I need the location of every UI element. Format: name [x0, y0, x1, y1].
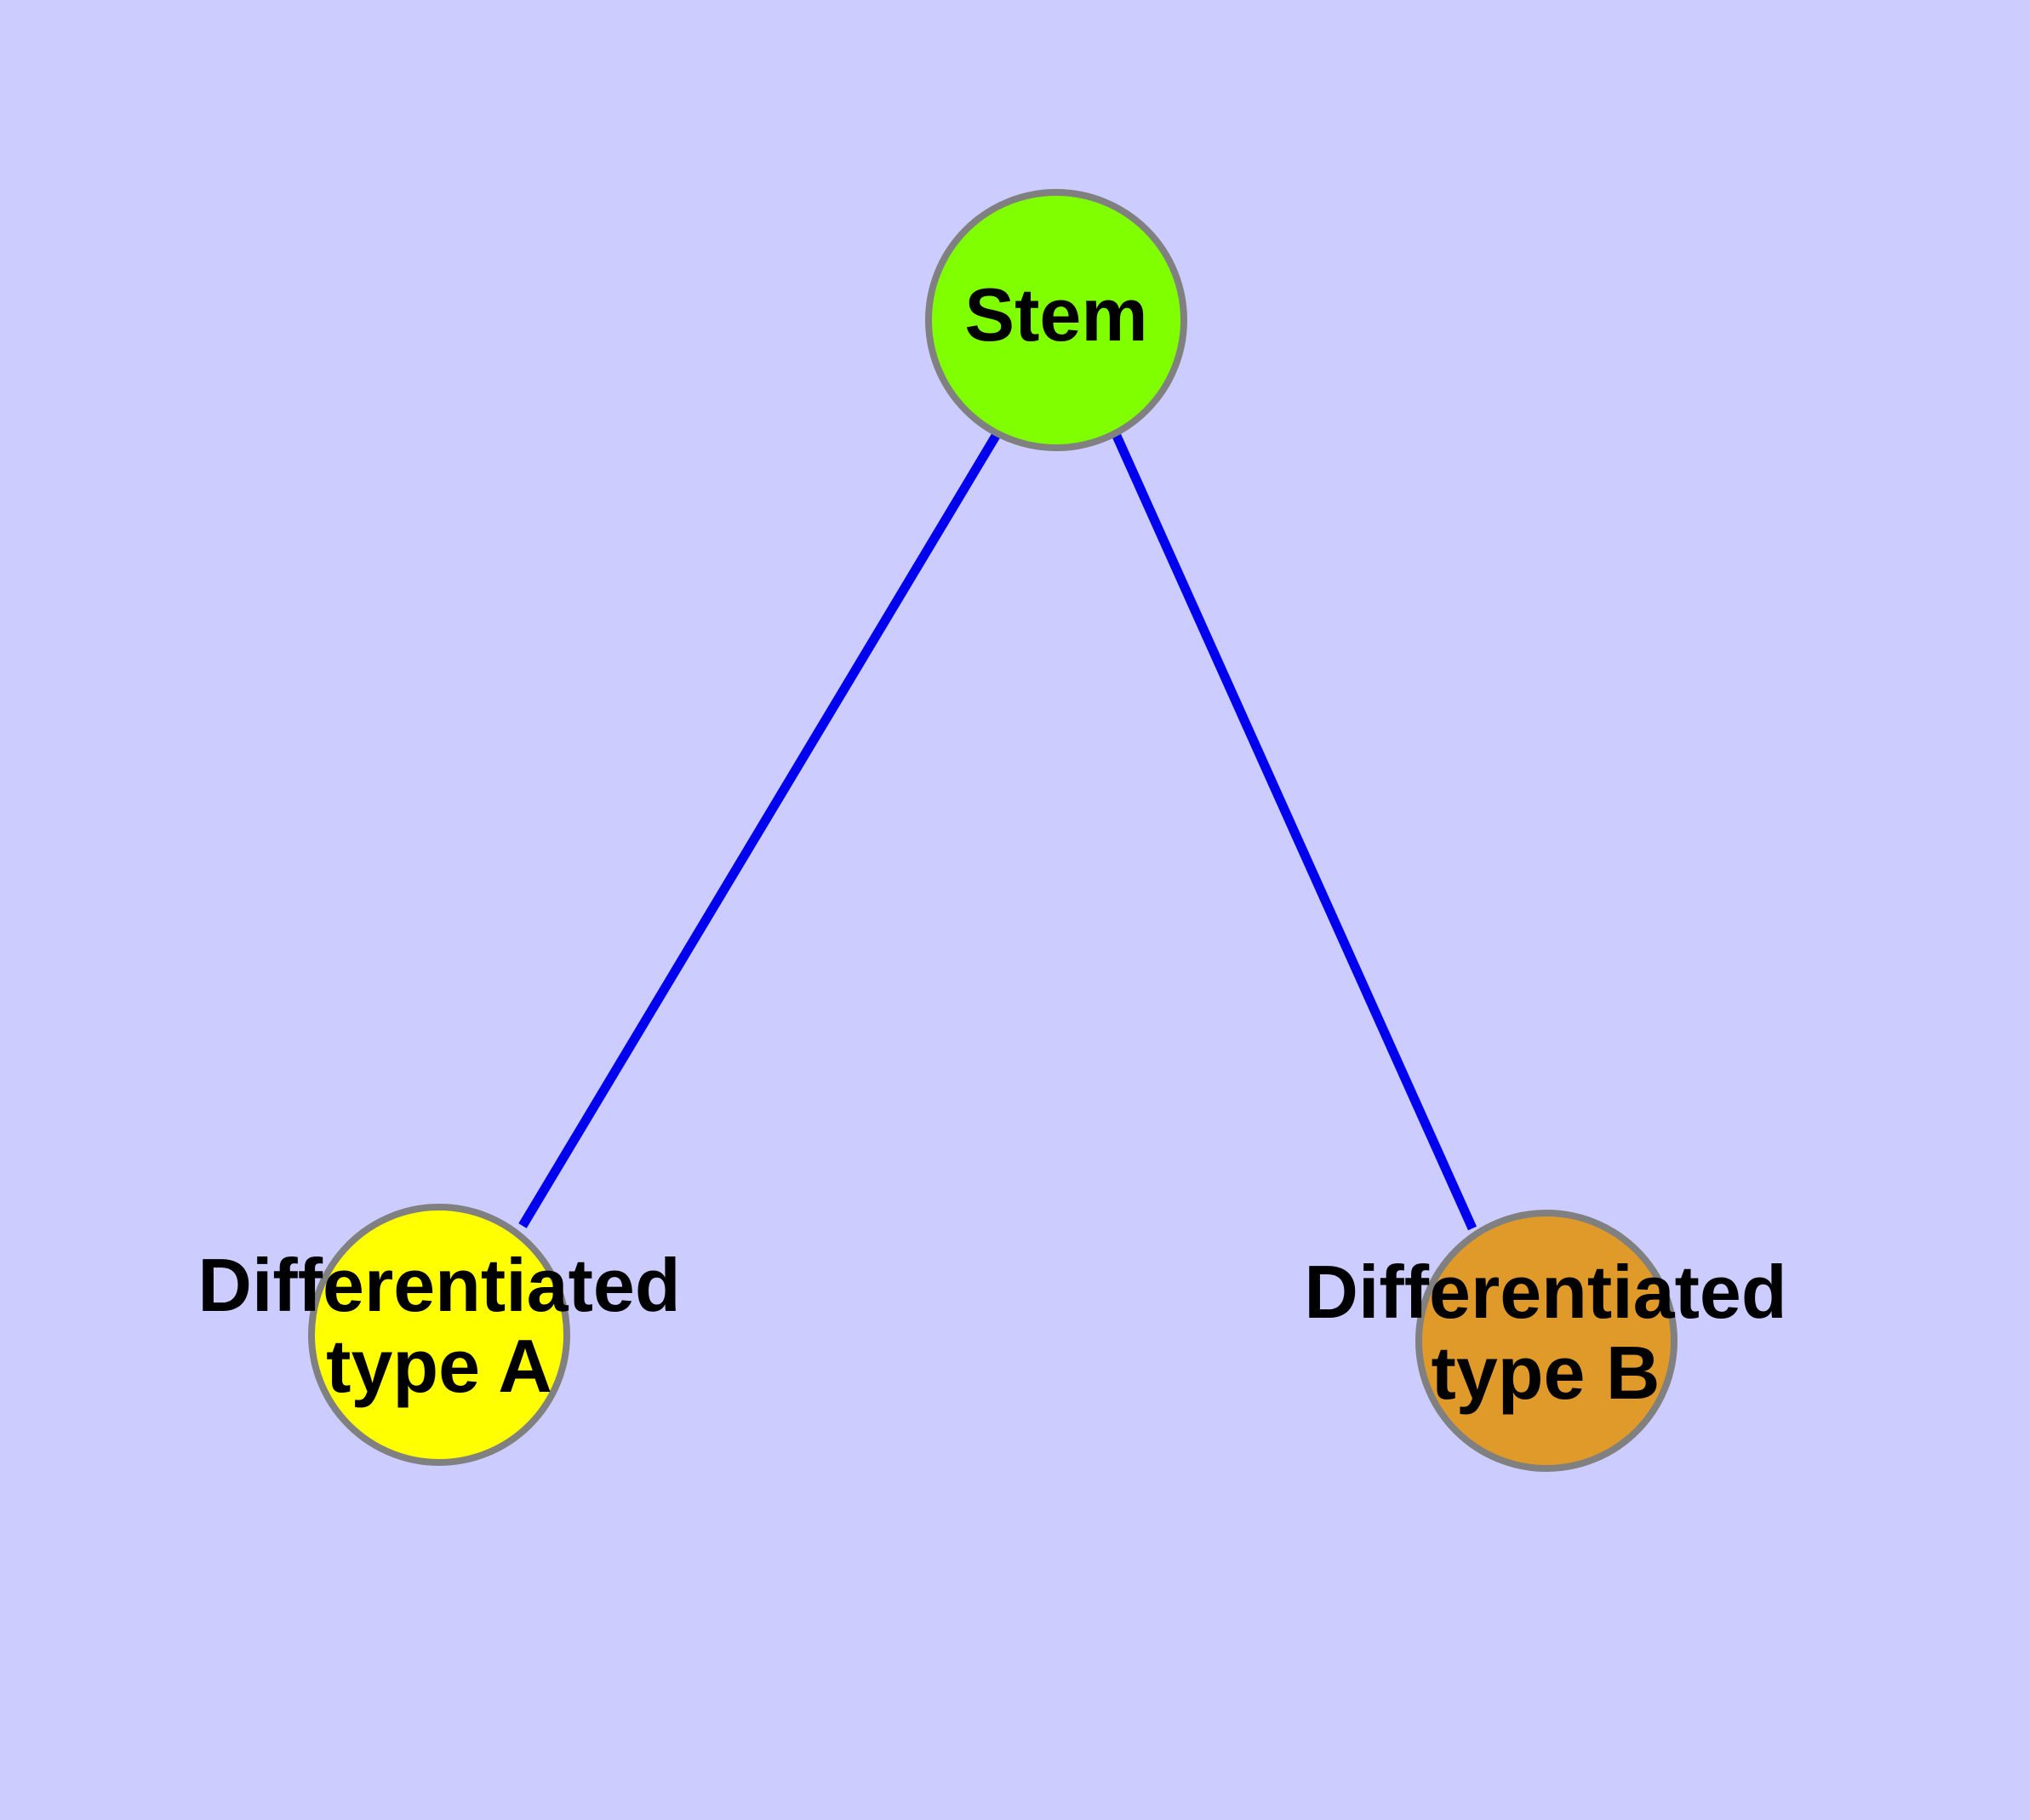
node-differentiated-type-b[interactable] [1415, 1210, 1677, 1472]
edge-stem-to-differentiated-type-a[interactable] [518, 433, 1000, 1228]
node-differentiated-type-a[interactable] [308, 1204, 570, 1466]
node-stem[interactable] [925, 189, 1187, 451]
edge-stem-to-differentiated-type-b[interactable] [1112, 433, 1477, 1231]
